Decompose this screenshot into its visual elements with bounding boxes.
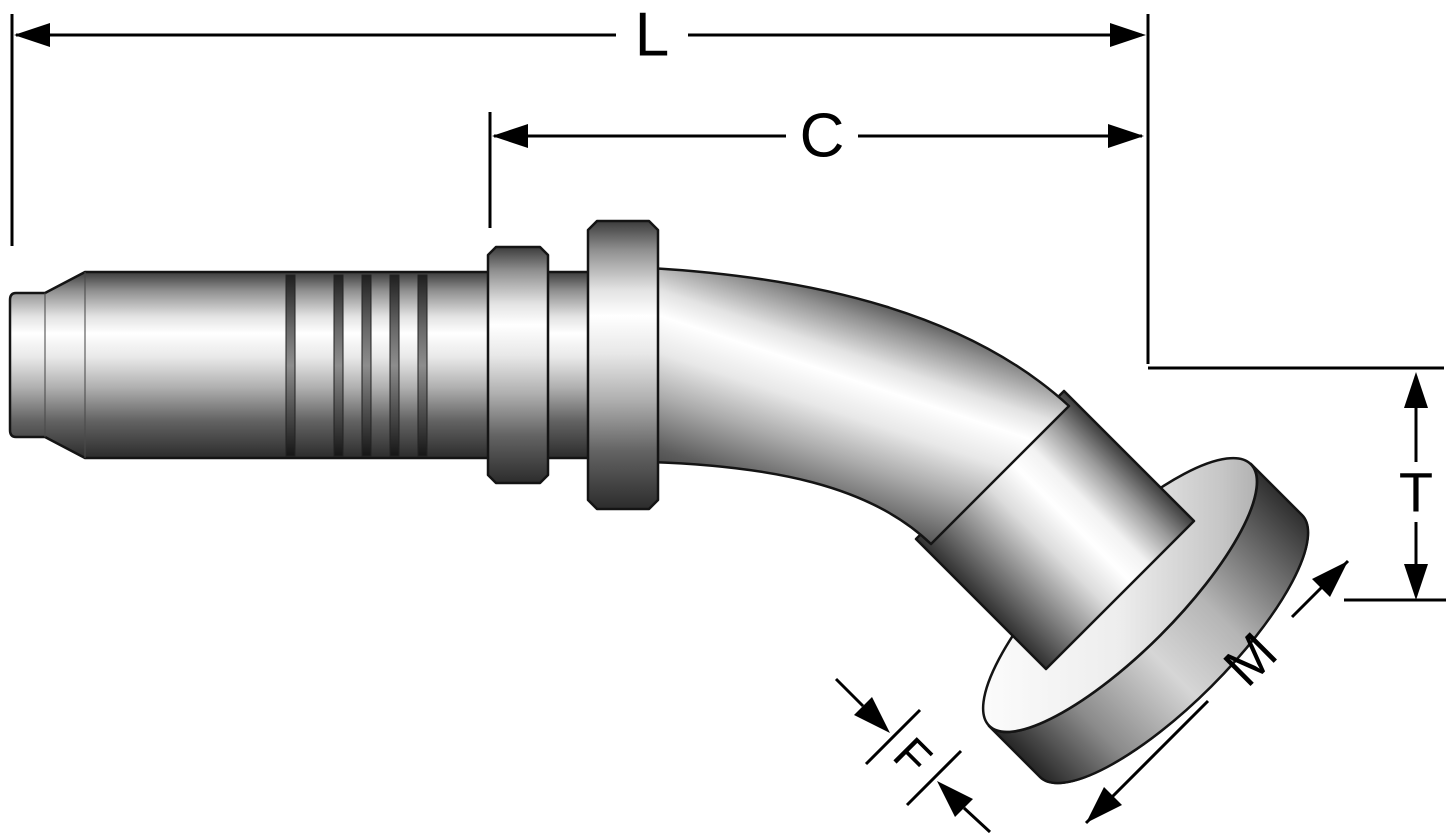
dim-F-leader-lower	[962, 806, 992, 833]
dim-M-arrow-high	[1312, 561, 1348, 597]
dimension-label-C: C	[800, 102, 845, 171]
dim-C-arrow-right	[1108, 124, 1144, 148]
dimension-T: T	[1148, 366, 1446, 602]
dim-T-arrow-up	[1404, 372, 1428, 408]
dimension-L: L	[10, 1, 1150, 364]
dim-T-arrow-down	[1404, 564, 1428, 600]
barb-groove	[389, 274, 400, 457]
barb-groove	[285, 274, 296, 457]
dimension-label-L: L	[635, 1, 669, 70]
barb-groove	[361, 274, 372, 457]
dimension-C: C	[488, 102, 1144, 228]
dimension-F: F	[834, 677, 992, 833]
dimension-label-T: T	[1399, 461, 1433, 524]
dim-F-arrow-upper	[854, 697, 890, 733]
dim-M-arrow-low	[1086, 787, 1122, 823]
collar-ring-large	[586, 219, 660, 511]
dim-L-arrow-right	[1110, 23, 1146, 47]
hose-barb-stem	[8, 270, 592, 460]
collar-ring-small	[486, 245, 550, 485]
dim-F-tick-face	[905, 749, 963, 807]
dim-F-leader-upper	[834, 677, 865, 708]
dim-F-tick-back	[864, 708, 922, 766]
barb-groove	[417, 274, 428, 457]
dim-C-arrow-left	[492, 124, 528, 148]
barb-grooves	[285, 274, 428, 457]
barb-groove	[333, 274, 344, 457]
dim-F-arrow-lower	[937, 781, 973, 817]
dim-L-arrow-left	[14, 23, 50, 47]
elbow-tube	[648, 266, 1071, 546]
